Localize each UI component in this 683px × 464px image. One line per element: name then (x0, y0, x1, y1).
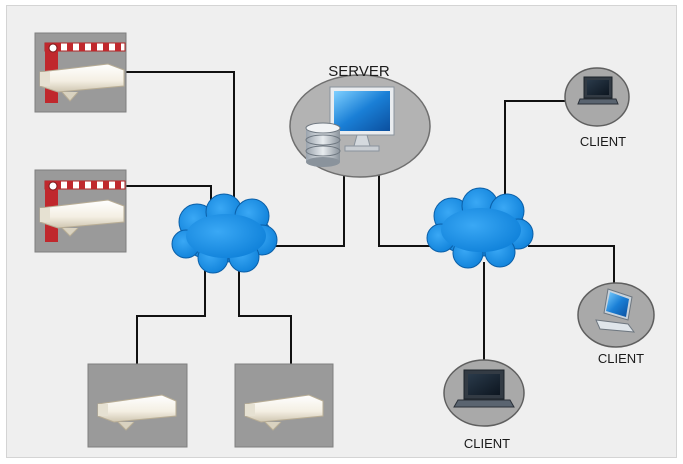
link-cloud2-client2 (528, 245, 615, 285)
link-server-cloud2 (378, 175, 436, 247)
link-barrier2-cloud1 (126, 185, 212, 205)
link-barrier1-cloud1 (126, 71, 235, 205)
camera-icon (97, 394, 177, 431)
link-cloud1-camera4 (238, 268, 292, 364)
barrier-camera-1 (34, 32, 127, 113)
link-lines (126, 71, 615, 364)
laptop-icon (577, 76, 619, 105)
link-cloud2-client1 (504, 100, 567, 198)
barrier-camera-2 (34, 169, 127, 253)
server-node: SERVER (289, 63, 431, 178)
client-label: CLIENT (464, 436, 510, 451)
server-label: SERVER (328, 63, 390, 80)
camera-icon (39, 63, 125, 102)
camera-3 (87, 363, 188, 448)
camera-4 (234, 363, 334, 448)
database-icon (305, 122, 341, 167)
client-label: CLIENT (598, 351, 644, 366)
network-cloud-1 (171, 193, 278, 274)
laptop-icon (595, 288, 636, 333)
camera-icon (244, 394, 324, 431)
client-label: CLIENT (580, 134, 626, 149)
laptop-icon (453, 369, 515, 408)
camera-icon (39, 199, 125, 237)
link-cloud1-server (274, 175, 345, 247)
link-cloud1-camera3 (136, 268, 206, 364)
monitor-icon (329, 86, 395, 152)
network-cloud-2 (426, 187, 534, 269)
client-1: CLIENT (564, 67, 630, 149)
client-3: CLIENT (443, 359, 525, 451)
client-2: CLIENT (577, 282, 655, 366)
